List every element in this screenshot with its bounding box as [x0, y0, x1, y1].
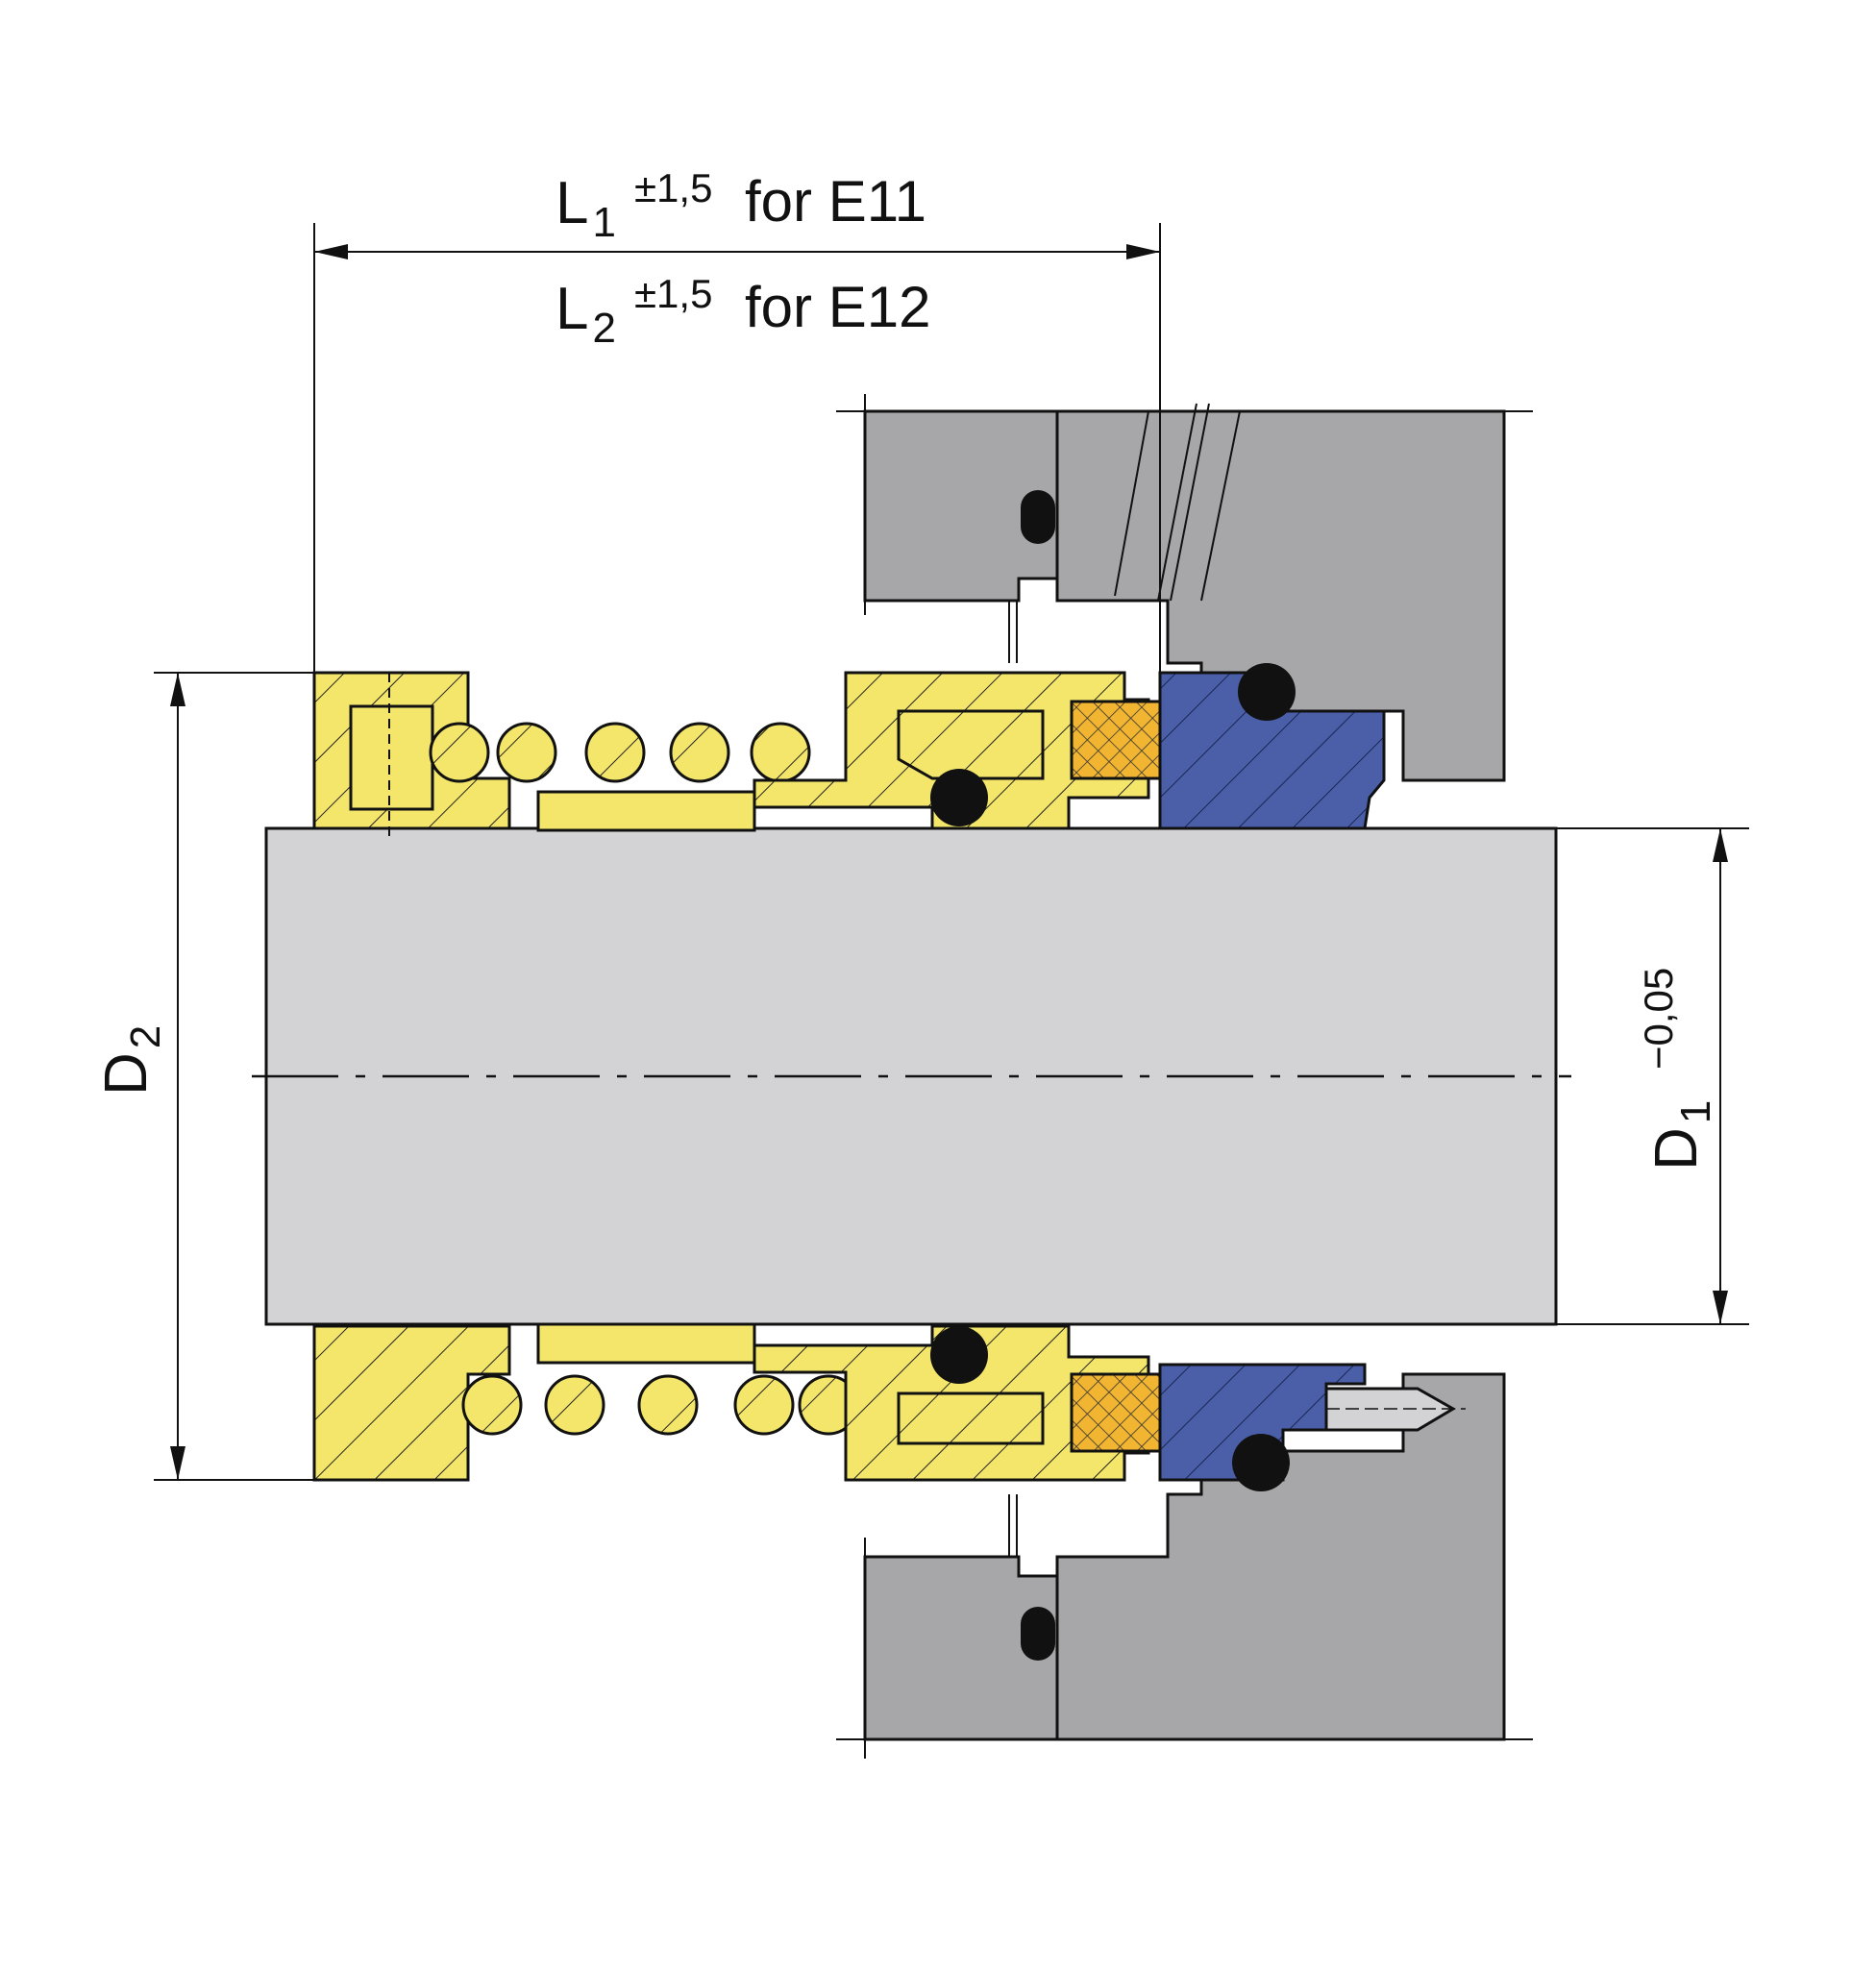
l1-tolerance: ±1,5: [634, 165, 712, 210]
label-d2: D2: [93, 1025, 169, 1096]
svg-text:L2: L2: [555, 276, 616, 352]
d2-symbol: D: [93, 1052, 160, 1096]
l1-note: for E11: [745, 169, 926, 234]
l2-tolerance: ±1,5: [634, 271, 712, 316]
d1-subscript: 1: [1672, 1100, 1719, 1123]
d1-tolerance: −0,05: [1636, 968, 1681, 1070]
label-d1: D1 −0,05: [1636, 968, 1719, 1170]
svg-text:D2: D2: [93, 1025, 169, 1096]
seat-o-ring-top: [1238, 663, 1296, 721]
face-holder-top: [753, 671, 1150, 830]
spring-sleeve-top: [536, 790, 756, 832]
dimension-d2-line: [154, 672, 314, 1481]
l2-subscript: 2: [592, 305, 615, 352]
spring-sleeve-bottom: [536, 1322, 756, 1365]
seat-o-ring-bottom: [1232, 1434, 1290, 1491]
seal-face-top: [1070, 700, 1162, 780]
spring-coils-top: [429, 722, 811, 783]
l1-symbol: L: [555, 170, 588, 236]
l2-note: for E12: [745, 275, 930, 339]
drive-collar-top: [312, 671, 511, 836]
label-l2: L2 ±1,5 for E12: [555, 271, 930, 352]
d2-subscript: 2: [122, 1025, 169, 1048]
l1-subscript: 1: [592, 199, 615, 246]
anti-rotation-pin: [1324, 1387, 1466, 1432]
set-screw: [349, 704, 434, 811]
spring-coils-bottom: [461, 1374, 859, 1436]
dimension-l-line: [313, 223, 1161, 673]
housing-o-ring-bottom: [1021, 1607, 1055, 1661]
o-ring-top: [930, 769, 988, 826]
l2-symbol: L: [555, 276, 588, 342]
d1-symbol: D: [1643, 1127, 1710, 1170]
o-ring-bottom: [930, 1326, 988, 1384]
label-l1: L1 ±1,5 for E11: [555, 165, 926, 246]
svg-text:D1: D1: [1643, 1100, 1719, 1170]
svg-text:L1: L1: [555, 170, 616, 246]
face-holder-bottom: [753, 1324, 1150, 1482]
dimension-d1-line: [1556, 827, 1749, 1325]
housing-o-ring-top: [1021, 490, 1055, 544]
seal-face-bottom: [1070, 1372, 1162, 1453]
